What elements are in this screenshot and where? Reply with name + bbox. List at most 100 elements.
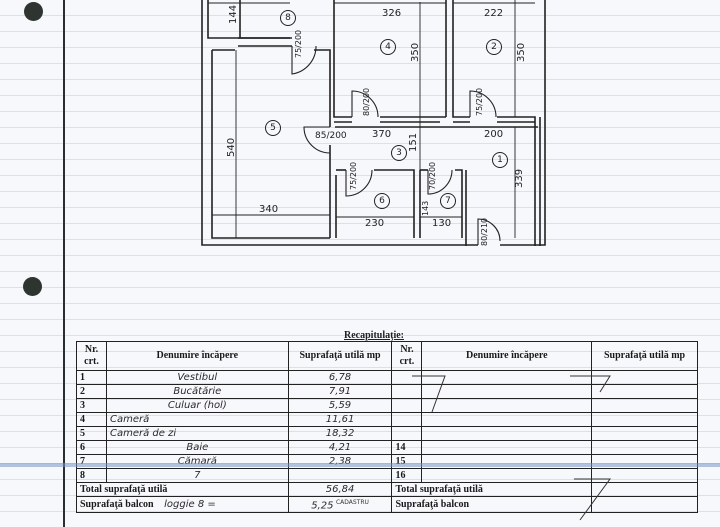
row-nr: 5	[76, 426, 107, 441]
dim-222: 222	[484, 8, 504, 19]
room-number-3: 3	[391, 145, 407, 161]
row-room-name: Vestibul	[105, 370, 289, 385]
room-number-6: 6	[374, 193, 390, 209]
row-nr	[391, 398, 423, 413]
recap-table: Nr. crt. Denumire încăpere Suprafaţă uti…	[76, 341, 698, 514]
total-row: Total suprafaţă utilă 56,84 Total supraf…	[76, 482, 698, 497]
header-area-left: Suprafaţă utilă mp	[287, 341, 393, 371]
total-value-right	[591, 482, 698, 497]
row-nr: 3	[76, 398, 107, 413]
table-row: 6 Baie 4,21 14	[76, 440, 698, 455]
dim-370: 370	[372, 129, 392, 140]
room-number-1: 1	[492, 152, 508, 168]
door-label-7: 70/200	[428, 161, 437, 190]
header-nr-left: Nr. crt.	[76, 341, 107, 371]
dim-143: 143	[421, 200, 430, 216]
row-nr	[391, 384, 423, 399]
room-number-4: 4	[380, 39, 396, 55]
total-label-right: Total suprafaţă utilă	[391, 482, 593, 497]
dim-151: 151	[408, 132, 419, 152]
row-area: 18,32	[287, 426, 393, 441]
row-room-name	[421, 384, 593, 399]
balcony-note: loggie 8 =	[164, 498, 216, 510]
dim-339: 339	[514, 168, 525, 188]
table-row: 2 Bucătărie 7,91	[76, 384, 698, 399]
row-nr	[391, 412, 423, 427]
header-area-right: Suprafaţă utilă mp	[591, 341, 698, 371]
room-number-5: 5	[265, 120, 281, 136]
door-label-5: 85/200	[315, 131, 347, 141]
total-value-left: 56,84	[287, 482, 393, 497]
row-room-name	[421, 398, 593, 413]
door-label-entry: 80/210	[480, 217, 489, 246]
dim-144: 144	[228, 4, 239, 24]
table-row: 1 Vestibul 6,78	[76, 370, 698, 385]
dim-200: 200	[484, 129, 504, 140]
balcony-row: Suprafaţă balcon loggie 8 = 5,25 CADASTR…	[76, 495, 698, 514]
row-room-name	[421, 468, 593, 483]
row-area	[591, 370, 698, 385]
row-nr: 6	[76, 440, 107, 455]
dim-350-room4: 350	[410, 42, 421, 62]
floor-plan-drawing	[201, 0, 546, 246]
row-room-name: Cameră de zi	[105, 426, 289, 441]
row-room-name	[421, 440, 593, 455]
row-area	[591, 412, 698, 427]
balcony-value-right	[591, 495, 698, 514]
row-area	[591, 468, 698, 483]
room-number-2: 2	[486, 39, 502, 55]
dim-230: 230	[365, 218, 385, 229]
scan-artifact-streak	[0, 463, 720, 467]
row-nr: 14	[391, 440, 423, 455]
balcony-value-left: 5,25	[311, 500, 334, 512]
row-area: 7,91	[287, 384, 393, 399]
table-row: 5 Cameră de zi 18,32	[76, 426, 698, 441]
total-label-left: Total suprafaţă utilă	[76, 482, 289, 497]
dim-540: 540	[226, 137, 237, 157]
balcony-value-cell: 5,25 CADASTRU	[287, 495, 393, 514]
header-nr-right: Nr. crt.	[391, 341, 423, 371]
row-area	[591, 398, 698, 413]
row-nr: 8	[76, 468, 107, 483]
door-label-4: 80/200	[362, 87, 371, 116]
row-area	[591, 426, 698, 441]
margin-line	[63, 0, 65, 527]
table-row: 3 Culuar (hol) 5,59	[76, 398, 698, 413]
header-name-left: Denumire încăpere	[105, 341, 289, 371]
door-label-2: 75/200	[475, 87, 484, 116]
row-area	[287, 468, 393, 483]
balcony-label-left: Suprafaţă balcon	[80, 498, 154, 510]
row-room-name: 7	[105, 468, 289, 483]
row-nr: 16	[391, 468, 423, 483]
row-room-name: Culuar (hol)	[105, 398, 289, 413]
row-area	[591, 440, 698, 455]
row-room-name	[421, 370, 593, 385]
row-area: 4,21	[287, 440, 393, 455]
dim-350-room2: 350	[516, 42, 527, 62]
row-nr: 4	[76, 412, 107, 427]
row-nr	[391, 370, 423, 385]
row-room-name	[421, 412, 593, 427]
row-nr: 1	[76, 370, 107, 385]
door-label-6: 75/200	[349, 161, 358, 190]
row-room-name: Baie	[105, 440, 289, 455]
dim-130: 130	[432, 218, 452, 229]
dim-326: 326	[382, 8, 402, 19]
table-header-row: Nr. crt. Denumire încăpere Suprafaţă uti…	[76, 341, 698, 371]
stamp-text: CADASTRU	[335, 499, 369, 506]
header-name-right: Denumire încăpere	[421, 341, 593, 371]
row-room-name: Cameră	[105, 412, 289, 427]
table-row: 4 Cameră 11,61	[76, 412, 698, 427]
row-area: 11,61	[287, 412, 393, 427]
row-area	[591, 384, 698, 399]
row-room-name	[421, 426, 593, 441]
door-label-8: 75/200	[294, 29, 303, 58]
table-row: 8 7 16	[76, 468, 698, 483]
row-room-name: Bucătărie	[105, 384, 289, 399]
room-number-7: 7	[440, 193, 456, 209]
row-nr	[391, 426, 423, 441]
balcony-label-right: Suprafaţă balcon	[391, 495, 593, 514]
room-number-8: 8	[280, 10, 296, 26]
balcony-cell-left: Suprafaţă balcon loggie 8 =	[76, 495, 289, 514]
dim-340: 340	[259, 204, 279, 215]
